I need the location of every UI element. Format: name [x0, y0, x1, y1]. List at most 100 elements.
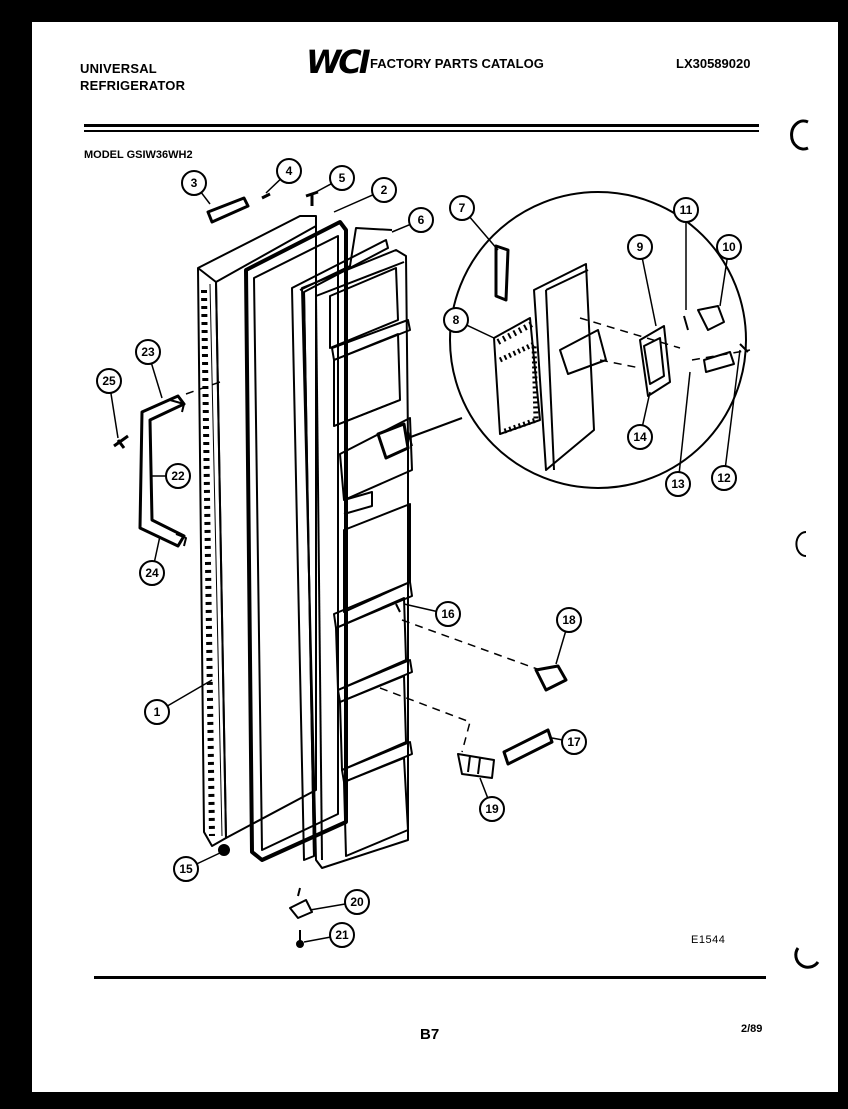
screw-4 [261, 192, 271, 200]
callout-6: 6 [391, 207, 434, 233]
callout-circle-21 [329, 922, 355, 948]
callout-circle-8 [443, 307, 469, 333]
callout-leader-19 [479, 777, 489, 799]
wci-logo: WCI [306, 43, 371, 81]
catalog-code: LX30589020 [676, 56, 751, 71]
screw-5 [305, 190, 319, 206]
callout-15: 15 [173, 851, 223, 882]
callout-16: 16 [403, 601, 461, 627]
callout-circle-25 [96, 368, 122, 394]
callout-circle-13 [665, 471, 691, 497]
screw-25 [113, 434, 129, 449]
binder-marks [790, 119, 820, 969]
callout-label-3: 3 [191, 176, 198, 190]
callout-11: 11 [673, 197, 699, 310]
callout-label-8: 8 [453, 313, 460, 327]
callout-label-9: 9 [637, 240, 644, 254]
callout-circle-18 [556, 607, 582, 633]
callout-leader-23 [150, 363, 163, 399]
figure-code: E1544 [691, 934, 726, 946]
callout-label-15: 15 [179, 862, 193, 876]
page-number: B7 [420, 1026, 440, 1043]
callout-label-12: 12 [717, 471, 731, 485]
callout-10: 10 [716, 234, 742, 307]
catalog-title: FACTORY PARTS CATALOG [370, 56, 544, 71]
callout-leader-13 [678, 371, 691, 473]
callout-label-14: 14 [633, 430, 647, 444]
callout-circle-7 [449, 195, 475, 221]
callout-22: 22 [152, 463, 191, 489]
callout-leader-10 [719, 258, 728, 307]
callout-leader-24 [153, 535, 161, 562]
callout-leader-18 [555, 631, 567, 665]
callout-2: 2 [333, 177, 397, 213]
shelf-bar-17 [502, 728, 554, 766]
top-hinge-cap [206, 196, 250, 224]
callout-8: 8 [443, 307, 495, 339]
callout-circle-4 [276, 158, 302, 184]
callout-17: 17 [551, 729, 587, 755]
callout-leader-1 [166, 679, 213, 707]
callout-label-23: 23 [141, 345, 155, 359]
callout-leader-4 [265, 178, 281, 194]
callout-12: 12 [711, 349, 741, 491]
paper-sheet [32, 22, 838, 1092]
callout-20: 20 [309, 889, 370, 915]
callout-7: 7 [449, 195, 499, 251]
outer-door-panel [197, 215, 317, 847]
shelf-support-18 [534, 664, 568, 692]
binder-mark-middle [795, 531, 807, 557]
callout-circle-15 [173, 856, 199, 882]
callout-circle-14 [627, 424, 653, 450]
callout-circle-16 [435, 601, 461, 627]
door-handle [138, 394, 187, 548]
callout-leader-15 [196, 851, 223, 865]
inner-door-shelves [301, 249, 413, 869]
callout-label-1: 1 [154, 705, 161, 719]
callout-label-7: 7 [459, 201, 466, 215]
callout-21: 21 [303, 922, 355, 948]
callout-leader-9 [641, 258, 657, 327]
callout-leader-21 [303, 936, 331, 943]
callout-18: 18 [555, 607, 582, 665]
header-rule-top [84, 124, 759, 127]
callout-circle-17 [561, 729, 587, 755]
callout-label-24: 24 [145, 566, 159, 580]
callout-24: 24 [139, 535, 165, 586]
model-label: MODEL GSIW36WH2 [84, 149, 193, 161]
callout-leader-17 [551, 737, 563, 741]
callout-label-6: 6 [418, 213, 425, 227]
callout-leader-2 [333, 194, 374, 213]
callout-circle-2 [371, 177, 397, 203]
callout-circle-11 [673, 197, 699, 223]
callout-leader-5 [315, 183, 332, 193]
callout-leader-6 [391, 223, 411, 233]
callout-label-21: 21 [335, 928, 349, 942]
callout-circle-1 [144, 699, 170, 725]
callout-leader-20 [309, 903, 346, 911]
callout-leader-16 [403, 603, 437, 613]
shelf-support-19 [457, 753, 495, 779]
binder-mark-top [790, 119, 809, 151]
callout-label-19: 19 [485, 802, 499, 816]
callout-4: 4 [265, 158, 302, 194]
callout-label-16: 16 [441, 607, 455, 621]
callout-label-20: 20 [350, 895, 364, 909]
callout-leader-14 [641, 391, 651, 426]
callout-label-10: 10 [722, 240, 736, 254]
revision-date: 2/89 [741, 1023, 763, 1035]
callout-label-2: 2 [381, 183, 388, 197]
bottom-hinge-20 [289, 887, 313, 919]
callout-label-13: 13 [671, 477, 685, 491]
callout-9: 9 [627, 234, 657, 327]
callout-leader-25 [110, 392, 119, 439]
callout-circle-3 [181, 170, 207, 196]
footer-rule [94, 976, 766, 979]
callout-label-11: 11 [680, 203, 693, 217]
callout-label-18: 18 [562, 613, 576, 627]
callout-circle-5 [329, 165, 355, 191]
screw-21-head [296, 940, 304, 948]
callout-13: 13 [665, 371, 691, 497]
